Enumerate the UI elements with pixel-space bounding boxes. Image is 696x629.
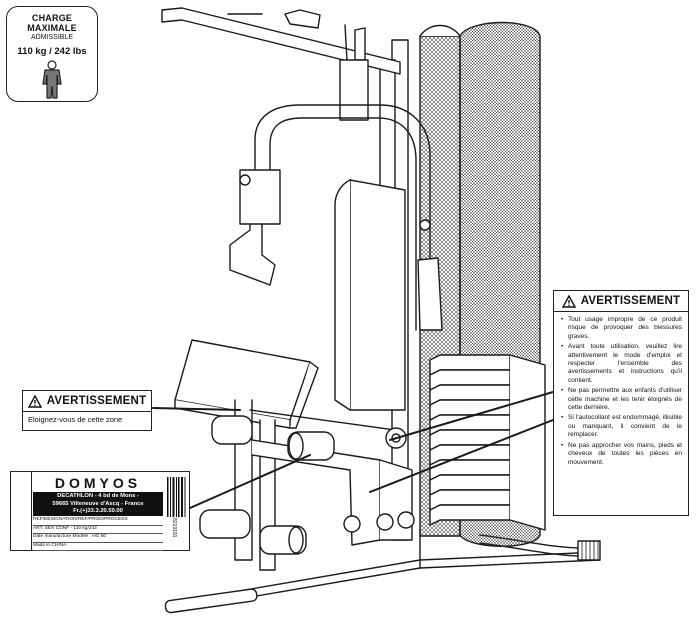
warning-triangle-icon (561, 294, 576, 308)
warning-triangle-icon (27, 394, 42, 408)
barcode-number: 8219191 (171, 518, 177, 538)
info-row: REF/DESIGNATION/REF/PROD/PROCESS (33, 517, 163, 526)
callout-arrows (152, 391, 554, 509)
foot-bar-right (577, 540, 601, 561)
warning-label-small: AVERTISSEMENT Eloignez-vous de cette zon… (22, 390, 152, 431)
warning-small-title: AVERTISSEMENT (46, 395, 147, 407)
product-info-rows: REF/DESIGNATION/REF/PROD/PROCESS ART. SE… (33, 517, 163, 552)
pec-deck-arms (229, 104, 443, 331)
weight-plates (429, 354, 546, 531)
max-load-value: 110 kg / 242 lbs (17, 46, 87, 57)
warning-item: Si l'autocollant est endommagé, illisibl… (561, 414, 682, 439)
max-load-title: CHARGE MAXIMALE (27, 13, 77, 33)
info-row: ART. SEX CONF - 110 kg/242 (33, 526, 163, 535)
info-row: Made in CHINA (33, 543, 163, 552)
info-row: Date manufacture Modèle : HG 50 (33, 534, 163, 543)
backrest-pad (334, 179, 406, 411)
warning-small-text: Eloignez-vous de cette zone (28, 415, 123, 424)
warning-large-title: AVERTISSEMENT (580, 295, 681, 307)
brand-name: DOMYOS (54, 475, 142, 491)
base-frame (164, 529, 601, 614)
max-load-badge: CHARGE MAXIMALE ADMISSIBLE 110 kg / 242 … (6, 6, 98, 102)
decathlon-creation-logo: decathloncreation (11, 472, 73, 550)
max-load-subtitle: ADMISSIBLE (30, 34, 73, 41)
lat-pulldown-bar (161, 7, 401, 121)
barcode-icon (167, 477, 186, 517)
pulleys (343, 427, 415, 533)
person-icon (42, 60, 62, 99)
warning-item: Ne pas approcher vos mains, pieds et che… (561, 442, 682, 467)
manufacturer-address: DECATHLON - 4 bd de Mons - 59665 Villene… (33, 492, 163, 516)
warning-list: Tout usage impropre de ce produit risque… (554, 312, 688, 467)
warning-item: Tout usage impropre de ce produit risque… (561, 316, 682, 341)
leg-extension (199, 399, 413, 571)
seat-pad (174, 339, 319, 429)
product-label: decathloncreation DOMYOS DECATHLON - 4 b… (10, 471, 190, 552)
warning-item: Ne pas permettre aux enfants d'utiliser … (561, 387, 682, 412)
warning-item: Avant toute utilisation, veuillez lire a… (561, 343, 682, 385)
warning-label-large: AVERTISSEMENT Tout usage impropre de ce … (553, 290, 689, 516)
